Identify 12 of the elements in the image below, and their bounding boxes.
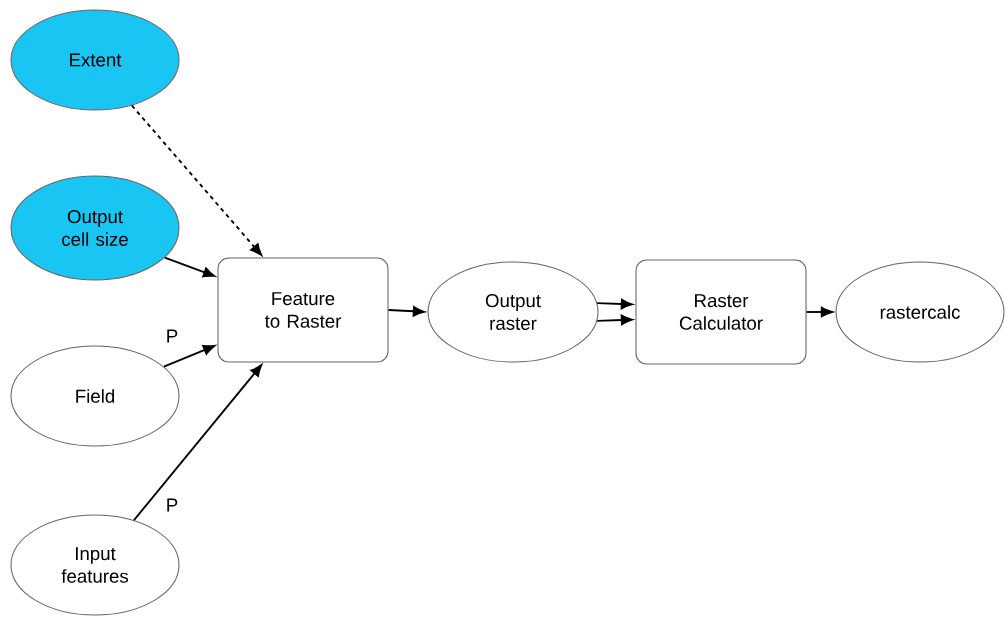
arrow (133, 364, 263, 522)
edge-label: P (164, 328, 180, 344)
tool-box: Feature to Raster (217, 257, 389, 363)
arrow (130, 104, 263, 256)
arrow (596, 314, 633, 326)
arrow (163, 344, 216, 368)
arrow (163, 256, 216, 278)
arrow (596, 298, 633, 310)
tool-box: Raster Calculator (635, 259, 807, 365)
arrow (387, 306, 425, 317)
edge-label: P (164, 497, 180, 513)
arrow (805, 306, 833, 318)
